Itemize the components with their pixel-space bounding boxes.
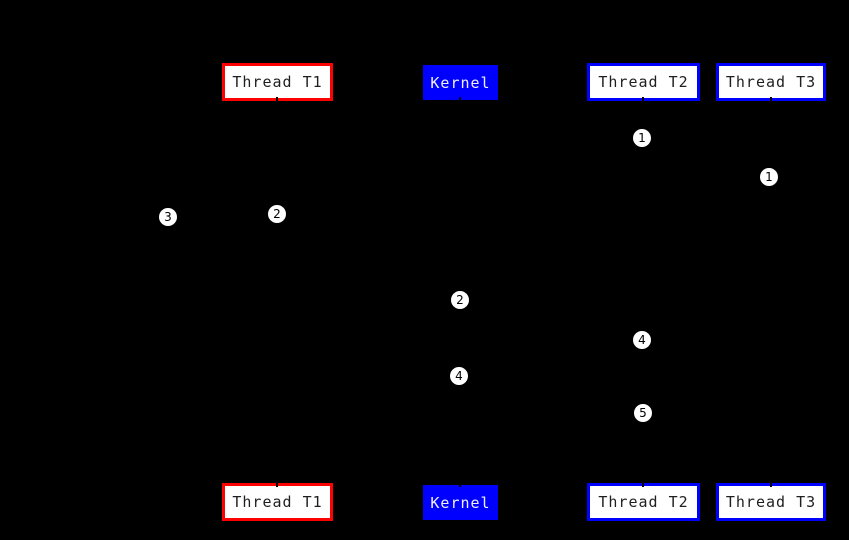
step-badge-2-kernel: 2 — [450, 290, 470, 310]
participant-thread-t2-bottom: Thread T2 — [587, 483, 700, 521]
step-badge-label: 4 — [455, 369, 463, 383]
participant-label: Thread T3 — [725, 493, 817, 511]
participant-thread-t2-top: Thread T2 — [587, 63, 700, 101]
step-badge-label: 3 — [164, 210, 172, 224]
step-badge-label: 2 — [456, 293, 464, 307]
lifeline-thread-t2 — [642, 97, 644, 487]
participant-label: Thread T2 — [598, 73, 689, 91]
step-badge-label: 5 — [639, 406, 647, 420]
step-badge-5-thread-t2: 5 — [633, 403, 653, 423]
step-badge-2-thread-t1: 2 — [267, 204, 287, 224]
participant-kernel-top: Kernel — [423, 65, 498, 100]
lifeline-thread-t1 — [276, 97, 278, 487]
lifeline-thread-t3 — [770, 97, 772, 487]
step-badge-4-kernel: 4 — [449, 366, 469, 386]
participant-thread-t3-bottom: Thread T3 — [716, 483, 826, 521]
participant-thread-t3-top: Thread T3 — [716, 63, 826, 101]
participant-thread-t1-bottom: Thread T1 — [222, 483, 333, 521]
step-badge-1-thread-t3: 1 — [759, 167, 779, 187]
step-badge-4-thread-t2: 4 — [632, 330, 652, 350]
step-badge-label: 2 — [273, 207, 281, 221]
participant-label: Thread T1 — [232, 73, 323, 91]
participant-label: Thread T2 — [598, 493, 689, 511]
step-badge-label: 4 — [638, 333, 646, 347]
participant-label: Kernel — [430, 493, 491, 512]
participant-label: Thread T3 — [725, 73, 817, 91]
step-badge-label: 1 — [765, 170, 773, 184]
participant-label: Thread T1 — [232, 493, 323, 511]
step-badge-3-left: 3 — [158, 207, 178, 227]
participant-thread-t1-top: Thread T1 — [222, 63, 333, 101]
step-badge-1-thread-t2: 1 — [632, 128, 652, 148]
step-badge-label: 1 — [638, 131, 646, 145]
participant-label: Kernel — [430, 73, 491, 92]
participant-kernel-bottom: Kernel — [423, 485, 498, 520]
